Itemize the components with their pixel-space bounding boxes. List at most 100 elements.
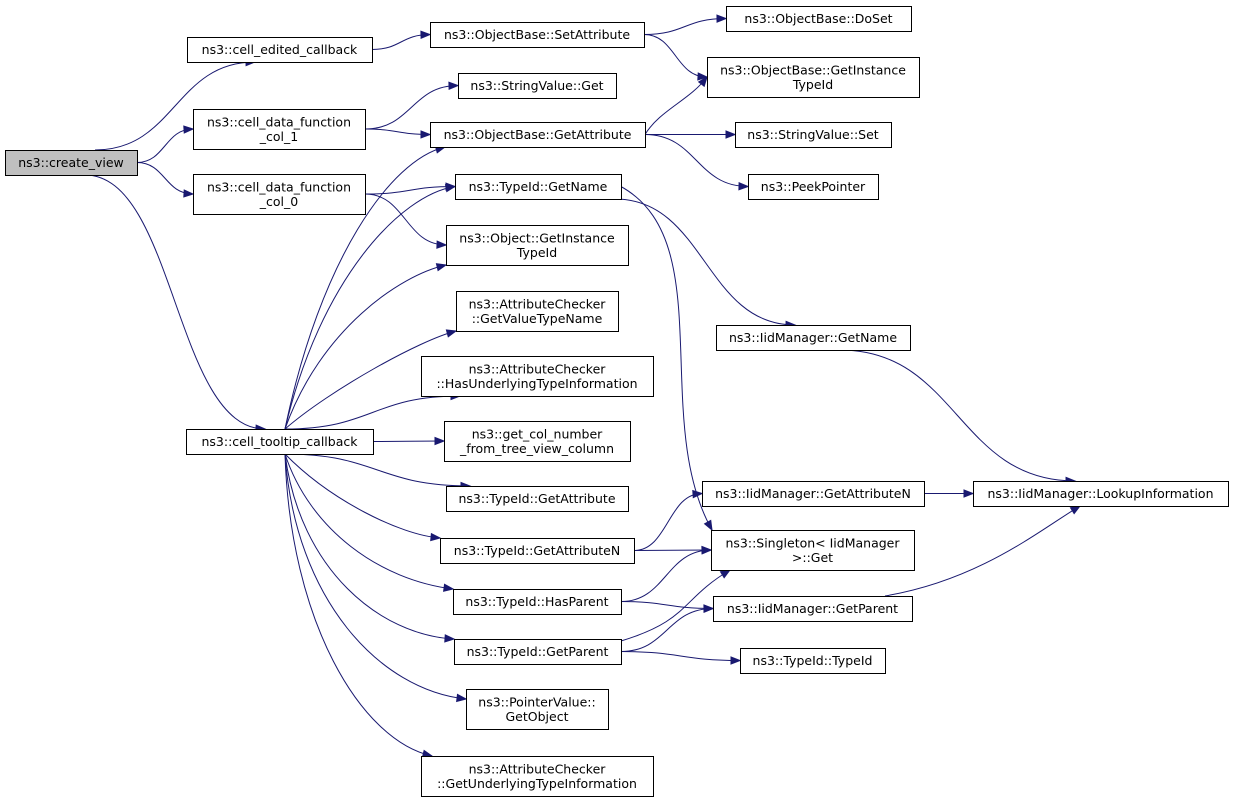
edge-line [364,193,447,246]
node-singleton-iidmanager-get[interactable]: ns3::Singleton< IidManager >::Get [711,530,915,571]
edge-cell_data_function_col_1-to-StringValue_Get [364,81,460,130]
node-iidmanager-lookupinformation[interactable]: ns3::IidManager::LookupInformation [973,481,1229,507]
node-box [186,429,374,455]
node-label: ns3::Singleton< IidManager [725,535,900,550]
edge-TypeId_GetName-to-Singleton_IidManager_Get [619,185,713,532]
edge-line [84,174,266,430]
edges-layer [84,14,1082,758]
edge-line [372,440,445,442]
edge-line [284,453,433,757]
edge-line [284,453,441,539]
node-cell-data-function-col-0[interactable]: ns3::cell_data_function_col_0 [193,174,366,215]
node-stringvalue-get[interactable]: ns3::StringValue::Get [458,73,617,99]
node-attributechecker-getvaluetypename[interactable]: ns3::AttributeChecker::GetValueTypeName [456,291,619,332]
node-box [973,481,1229,507]
edge-ObjectBase_GetAttribute-to-PeekPointer [644,134,750,191]
arrowhead [725,130,737,139]
node-objectbase-doset[interactable]: ns3::ObjectBase::DoSet [726,6,912,32]
arrowhead [730,656,742,665]
node-label: ::HasUnderlyingTypeInformation [436,376,637,391]
edge-line [620,651,741,661]
node-box [748,174,879,200]
edge-cell_data_function_col_1-to-ObjectBase_GetAttribute [364,128,432,139]
node-label: ns3::TypeId::GetAttribute [458,491,615,506]
node-label: ns3::IidManager::GetParent [727,601,898,616]
node-objectbase-getattribute[interactable]: ns3::ObjectBase::GetAttribute [430,122,646,148]
edge-line [633,549,712,551]
node-stringvalue-set[interactable]: ns3::StringValue::Set [735,122,892,148]
edge-cell_tooltip_callback-to-Object_GetInstanceTypeId [284,263,448,430]
edge-line [364,128,431,135]
edge-TypeId_GetAttributeN-to-IidManager_GetAttributeN [633,489,704,551]
arrowhead [445,329,458,338]
node-label: TypeId [792,77,833,92]
edge-line [284,264,447,430]
edge-cell_tooltip_callback-to-TypeId_GetAttributeN [284,453,442,542]
node-label: ns3::StringValue::Get [470,78,603,93]
edge-cell_tooltip_callback-to-TypeId_GetName [284,184,457,430]
node-cell-data-function-col-1[interactable]: ns3::cell_data_function_col_1 [193,109,366,150]
node-get-col-number-from-tree-view-column[interactable]: ns3::get_col_number_from_tree_view_colum… [444,421,631,462]
node-peekpointer[interactable]: ns3::PeekPointer [748,174,879,200]
node-create-view[interactable]: ns3::create_view [5,150,138,176]
nodes-layer: ns3::create_view ns3::cell_edited_callbac… [5,6,1229,797]
edge-cell_data_function_col_0-to-TypeId_GetName [364,182,457,195]
node-objectbase-setattribute[interactable]: ns3::ObjectBase::SetAttribute [430,22,645,48]
node-box [740,648,886,674]
node-cell-edited-callback[interactable]: ns3::cell_edited_callback [187,37,373,63]
node-iidmanager-getparent[interactable]: ns3::IidManager::GetParent [713,596,913,622]
edge-cell_tooltip_callback-to-AttributeChecker_GetValueTypeName [284,329,458,430]
arrowhead [435,263,448,272]
node-box [454,639,622,665]
node-label: ns3::Object::GetInstance [459,230,615,245]
node-typeid-getparent[interactable]: ns3::TypeId::GetParent [454,639,622,665]
node-iidmanager-getname[interactable]: ns3::IidManager::GetName [716,325,911,351]
node-box [456,291,619,332]
node-cell-tooltip-callback[interactable]: ns3::cell_tooltip_callback [186,429,374,455]
node-typeid-hasparent[interactable]: ns3::TypeId::HasParent [453,589,622,615]
node-box [446,486,629,512]
node-attributechecker-getunderlyingtypeinformation[interactable]: ns3::AttributeChecker::GetUnderlyingType… [421,756,654,797]
arrowhead [444,184,457,193]
edge-line [643,34,708,78]
arrowhead [697,75,708,88]
node-pointervalue-getobject[interactable]: ns3::PointerValue::GetObject [466,689,609,730]
edge-ObjectBase_SetAttribute-to-ObjectBase_DoSet [643,14,728,35]
arrowhead [456,693,468,703]
node-box [421,356,654,397]
node-typeid-getattributen[interactable]: ns3::TypeId::GetAttributeN [440,538,635,564]
node-label: ns3::ObjectBase::DoSet [744,11,892,26]
edge-line [614,198,796,326]
arrowhead [420,30,432,39]
edge-cell_tooltip_callback-to-PointerValue_GetObject [284,453,468,703]
node-typeid-getname[interactable]: ns3::TypeId::GetName [455,174,622,200]
node-box [430,22,645,48]
node-typeid-typeid[interactable]: ns3::TypeId::TypeId [740,648,886,674]
arrowhead [719,569,732,579]
node-typeid-getattribute[interactable]: ns3::TypeId::GetAttribute [446,486,629,512]
node-label: _col_1 [259,129,298,144]
edge-line [284,395,461,430]
edge-line [643,18,727,35]
node-box [702,481,925,507]
edge-line [364,186,456,195]
node-box [735,122,892,148]
arrowhead [716,14,728,23]
edge-cell_tooltip_callback-to-TypeId_HasParent [284,453,455,592]
node-iidmanager-getattributen[interactable]: ns3::IidManager::GetAttributeN [702,481,925,507]
node-box [444,421,631,462]
node-box [193,109,366,150]
node-label: ns3::IidManager::GetName [729,330,897,345]
edge-line [364,85,459,130]
node-label: ::GetValueTypeName [472,311,603,326]
arrowhead [183,125,195,134]
node-label: GetObject [506,709,569,724]
edge-line [284,453,471,487]
node-label: ::GetUnderlyingTypeInformation [437,776,637,791]
node-label: _col_0 [259,194,298,209]
node-box [458,73,617,99]
node-attributechecker-hasunderlyingtypeinformation[interactable]: ns3::AttributeChecker::HasUnderlyingType… [421,356,654,397]
